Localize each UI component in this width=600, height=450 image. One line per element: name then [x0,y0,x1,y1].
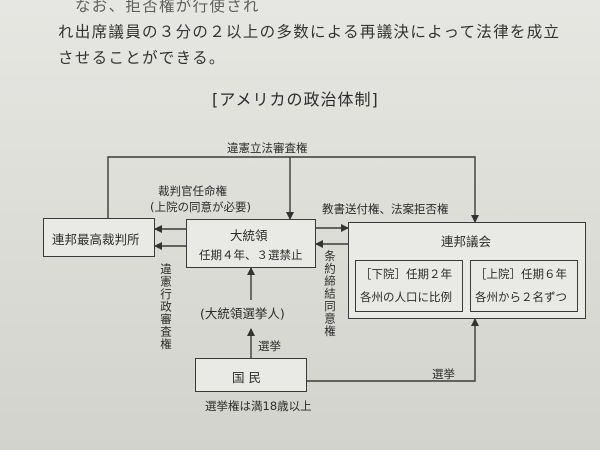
edge-label-senate-consent: (上院の同意が必要) [150,200,251,214]
node-supreme-court: 連邦最高裁判所 [43,218,155,257]
diagram-title: [アメリカの政治体制] [212,90,379,109]
node-label: 連邦最高裁判所 [52,232,140,247]
edge-label-judicial-review-admin: 違憲行政審査権 [159,263,173,351]
house-term: ［下院］任期２年 [360,267,452,281]
senate-term: ［上院］任期６年 [475,267,567,281]
edge-label-judge-appointment: 裁判官任命権 [158,184,227,198]
node-president: 大統領 任期４年、３選禁止 [186,219,316,268]
paragraph-line-partial: なお、拒否権が行使され [75,0,260,15]
node-label: 国 民 [232,370,261,385]
node-electors: (大統領選挙人) [200,306,285,321]
house-apportionment: 各州の人口に比例 [360,290,452,304]
house-of-representatives: ［下院］任期２年 各州の人口に比例 [355,260,463,312]
node-title: 大統領 [230,228,268,243]
node-title: 連邦議会 [441,234,492,249]
edge-label-election-congress: 選挙 [432,367,455,381]
edge-label-judicial-review-legislation: 違憲立法審査権 [227,141,308,155]
paragraph-line: れ出席議員の３分の２以上の多数による再議決によって法律を成立 [58,23,561,41]
node-congress: 連邦議会 ［下院］任期２年 各州の人口に比例 ［上院］任期６年 各州から２名ずつ [348,222,586,319]
edge-label-message-veto: 教書送付権、法案拒否権 [322,202,449,216]
edge-label-election-electors: 選挙 [258,339,281,353]
paragraph-line: させることができる。 [58,49,226,67]
senate-apportionment: 各州から２名ずつ [475,290,567,304]
senate: ［上院］任期６年 各州から２名ずつ [470,260,578,312]
edge-label-treaty-consent: 条約締結同意権 [323,250,337,338]
node-people: 国 民 [195,358,307,392]
node-detail: 任期４年、３選禁止 [199,248,303,262]
suffrage-note: 選挙権は満18歳以上 [205,399,312,413]
